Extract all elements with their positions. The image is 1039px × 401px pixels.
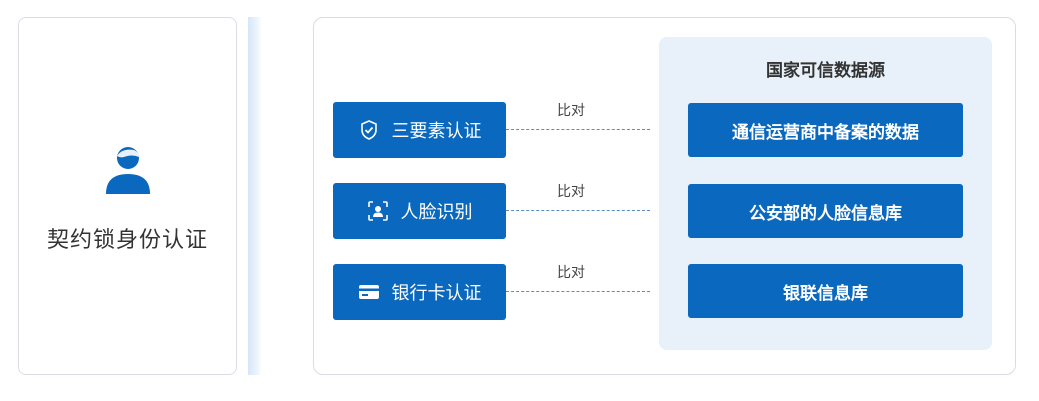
- sources-panel-title: 国家可信数据源: [766, 61, 885, 81]
- method-face-recognition-button[interactable]: 人脸识别: [333, 183, 506, 239]
- left-panel-title: 契约锁身份认证: [46, 228, 208, 253]
- left-card: 契约锁身份认证: [18, 17, 237, 375]
- compare-label: 比对: [557, 265, 585, 281]
- connector-line: [506, 291, 650, 292]
- source-unionpay-db-button[interactable]: 银联信息库: [688, 264, 963, 318]
- source-carrier-data-button[interactable]: 通信运营商中备案的数据: [688, 103, 963, 157]
- face-scan-icon: [367, 200, 389, 222]
- compare-label: 比对: [557, 184, 585, 200]
- user-icon: [105, 147, 150, 194]
- method-three-factor-button[interactable]: 三要素认证: [333, 102, 506, 158]
- method-label: 银行卡认证: [391, 283, 482, 304]
- bank-card-icon: [358, 281, 380, 303]
- method-label: 三要素认证: [391, 121, 482, 142]
- compare-label: 比对: [557, 103, 585, 119]
- divider-bar: [248, 17, 262, 375]
- shield-check-icon: [358, 119, 380, 141]
- method-bank-card-button[interactable]: 银行卡认证: [333, 264, 506, 320]
- source-police-face-db-button[interactable]: 公安部的人脸信息库: [688, 184, 963, 238]
- connector-line: [506, 129, 650, 130]
- connector-line: [506, 210, 650, 211]
- method-label: 人脸识别: [400, 202, 473, 223]
